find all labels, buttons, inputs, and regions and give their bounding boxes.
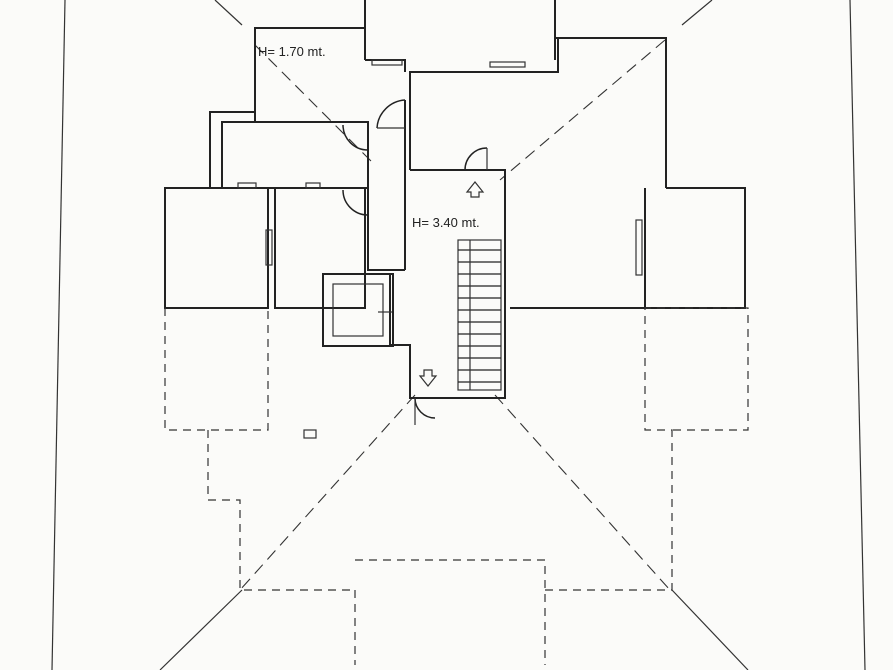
windows (237, 59, 643, 276)
height-label-stair: H= 3.40 mt. (412, 215, 480, 230)
door-swings (342, 99, 488, 425)
building-walls (164, 0, 746, 399)
height-label-upper: H= 1.70 mt. (258, 44, 326, 59)
roof-ridge-lines (239, 39, 671, 591)
upper-recess (364, 28, 556, 60)
projection-outlines (164, 307, 749, 665)
staircase (457, 239, 502, 391)
roof-outline (51, 0, 866, 670)
stair-up-arrow-icon (465, 181, 485, 198)
stair-down-arrow-icon (418, 369, 438, 387)
